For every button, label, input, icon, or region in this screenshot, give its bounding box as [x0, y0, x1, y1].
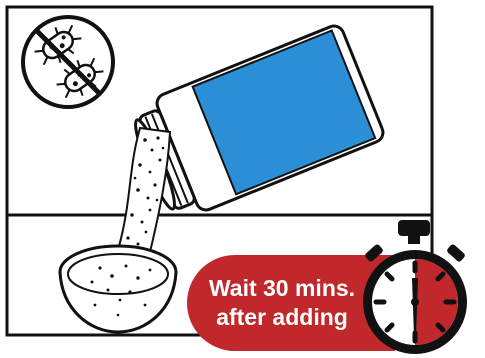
supplement-jar-icon [124, 23, 386, 225]
no-bacteria-icon [23, 17, 113, 107]
powder-stream [118, 128, 170, 252]
wait-line-2: after adding [187, 303, 377, 332]
stopwatch-crown [398, 220, 430, 236]
wait-line-1: Wait 30 mins. [187, 274, 377, 303]
stopwatch-icon [355, 218, 480, 356]
bowl-icon [60, 246, 176, 332]
